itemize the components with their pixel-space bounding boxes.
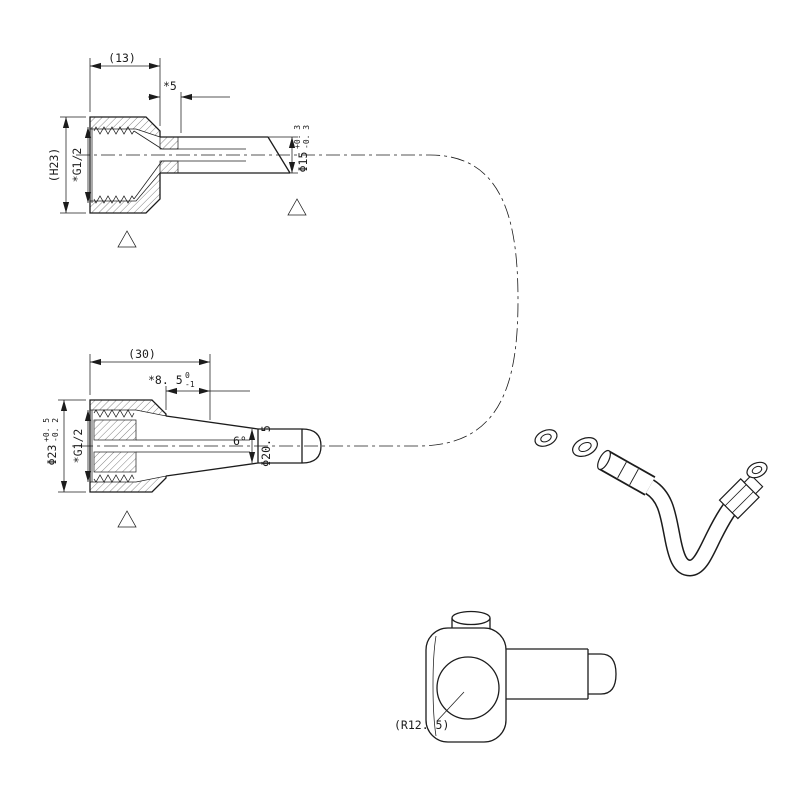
thread-profile-bottom bbox=[93, 195, 135, 204]
hose-tube-curve bbox=[601, 453, 749, 577]
hose-nut-section-view: (13) *5 (H23) *G1/2 bbox=[47, 51, 311, 248]
dim-width-30: (30) bbox=[89, 347, 211, 420]
hose-dia-upper-tol: +0. 3 bbox=[293, 125, 302, 149]
taper-cone bbox=[165, 415, 259, 477]
thread-profile-top bbox=[93, 409, 135, 418]
bore-lines bbox=[136, 439, 250, 453]
dim-width-13: (13) bbox=[89, 51, 161, 126]
radius-label: (R12. 5) bbox=[394, 718, 449, 732]
radius-leader bbox=[436, 691, 465, 722]
gasket-washer bbox=[534, 429, 558, 447]
surface-finish-icon bbox=[117, 230, 137, 248]
thread-dim-label: *G1/2 bbox=[70, 148, 84, 183]
dim-width-label: (30) bbox=[128, 347, 156, 361]
dim-outer-dia-23: Φ23 +0. 5 -0. 2 bbox=[42, 399, 86, 493]
surface-finish-icon bbox=[117, 510, 137, 528]
dim-thread-g12: *G1/2 bbox=[71, 410, 92, 482]
elbow-body-edge bbox=[432, 635, 437, 737]
crimp-dim-lower-tol: -1 bbox=[185, 380, 195, 389]
hex-nut-fitting bbox=[718, 474, 764, 520]
dim-height-h23: (H23) bbox=[47, 116, 86, 214]
crimp-dim-upper-tol: 0 bbox=[185, 371, 190, 380]
hose-assembly-view bbox=[534, 429, 768, 577]
dim-width-label: (13) bbox=[108, 51, 136, 65]
gasket-washer bbox=[572, 437, 598, 457]
gasket-washer bbox=[746, 461, 768, 479]
centerline-curve bbox=[72, 154, 519, 447]
hose-ferrule bbox=[597, 449, 656, 496]
elbow-bore-circle bbox=[436, 656, 500, 720]
surface-finish-icon bbox=[287, 198, 307, 216]
dim-crimp-85: *8. 5 0 -1 bbox=[148, 371, 250, 410]
dim-hose-dia-15: Φ15 +0. 3 -0. 3 bbox=[268, 125, 311, 174]
dim-height-label: (H23) bbox=[47, 148, 61, 183]
insert-hatch-top bbox=[93, 419, 137, 441]
outer-dia-label: Φ23 bbox=[45, 445, 59, 466]
outer-dia-lower-tol: -0. 2 bbox=[51, 418, 60, 442]
dim-thread-g12: *G1/2 bbox=[70, 127, 92, 203]
nozzle-dia-label: Φ20. 5 bbox=[259, 425, 273, 467]
elbow-detail-view: (R12. 5) bbox=[394, 610, 617, 743]
hose-dia-label: Φ15 bbox=[296, 152, 310, 173]
seat-cone bbox=[133, 130, 246, 200]
outer-dia-upper-tol: +0. 5 bbox=[42, 418, 51, 442]
taper-angle-label: 6° bbox=[233, 434, 247, 448]
crimp-sleeve-top bbox=[159, 136, 179, 150]
crimp-sleeve-bottom bbox=[159, 160, 179, 174]
thread-profile-bottom bbox=[93, 474, 135, 483]
elbow-outlet-cylinder bbox=[506, 648, 617, 700]
dim-collar-label: *5 bbox=[163, 79, 177, 93]
hose-dia-lower-tol: -0. 3 bbox=[302, 125, 311, 149]
nozzle-cylinder bbox=[258, 428, 322, 464]
nut-hatch-bottom bbox=[89, 172, 161, 214]
thread-profile-top bbox=[93, 126, 135, 135]
cone-nut-section-view: (30) *8. 5 0 -1 Φ23 +0. 5 -0. 2 *G1/2 bbox=[42, 347, 322, 528]
dim-nozzle-dia-205: Φ20. 5 bbox=[248, 425, 273, 467]
hose-tube bbox=[160, 136, 291, 174]
dim-collar-5: *5 bbox=[148, 79, 230, 133]
crimp-dim-label: *8. 5 bbox=[148, 373, 183, 387]
thread-dim-label: *G1/2 bbox=[71, 429, 85, 464]
insert-hatch-bottom bbox=[93, 451, 137, 473]
